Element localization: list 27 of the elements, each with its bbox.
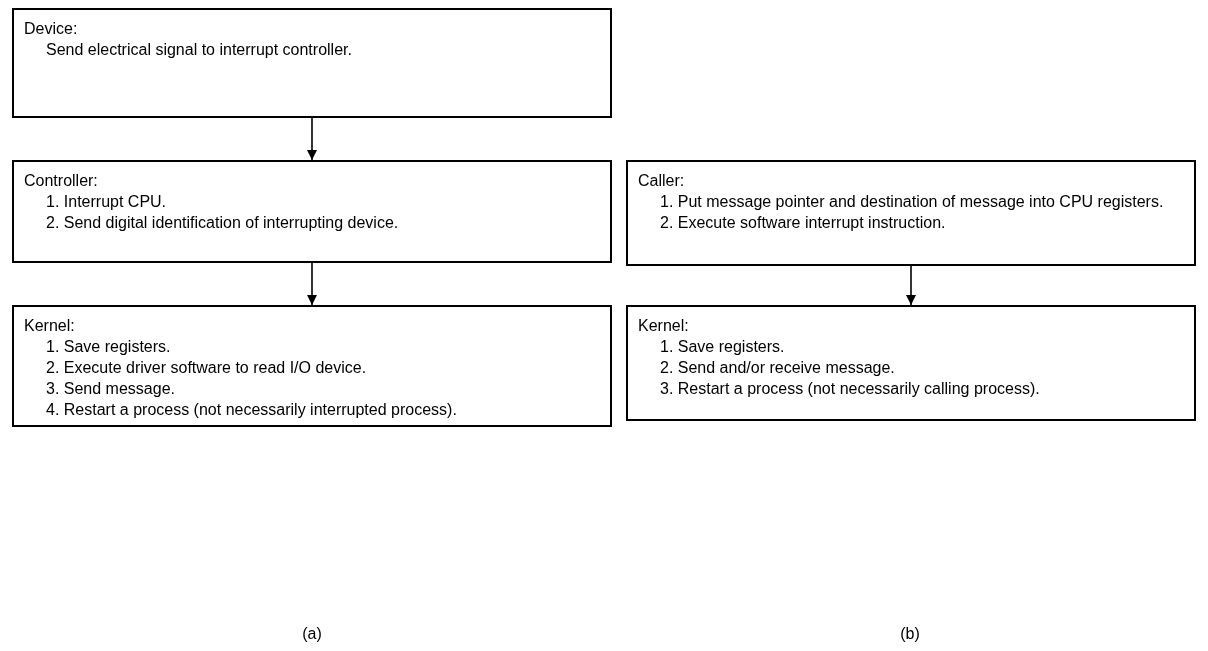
step-text: 1. Save registers.	[660, 337, 786, 357]
step-text: 1. Interrupt CPU.	[46, 192, 168, 212]
arrow	[906, 265, 916, 306]
step-text: 2. Execute software interrupt instruction.	[660, 213, 947, 233]
panel-label: (a)	[302, 624, 322, 644]
box-heading: Kernel:	[638, 316, 690, 336]
step-text: 1. Save registers.	[46, 337, 172, 357]
process-box	[12, 160, 612, 263]
step-text: Send electrical signal to interrupt controller.	[46, 40, 353, 60]
panel-label: (b)	[900, 624, 920, 644]
process-box	[12, 305, 612, 427]
step-text: 2. Execute driver software to read I/O device.	[46, 358, 368, 378]
box-heading: Controller:	[24, 171, 99, 191]
process-box	[12, 8, 612, 118]
box-heading: Device:	[24, 19, 79, 39]
process-box	[626, 305, 1196, 421]
step-text: 3. Restart a process (not necessarily calling process).	[660, 379, 1041, 399]
step-text: 3. Send message.	[46, 379, 176, 399]
step-text: 2. Send and/or receive message.	[660, 358, 896, 378]
step-text: 4. Restart a process (not necessarily interrupted process).	[46, 400, 458, 420]
box-heading: Kernel:	[24, 316, 76, 336]
step-text: 2. Send digital identification of interrupting device.	[46, 213, 400, 233]
arrow	[307, 117, 317, 161]
process-box	[626, 160, 1196, 266]
box-heading: Caller:	[638, 171, 686, 191]
step-text: 1. Put message pointer and destination of message into CPU registers.	[660, 192, 1165, 212]
arrow	[307, 262, 317, 306]
